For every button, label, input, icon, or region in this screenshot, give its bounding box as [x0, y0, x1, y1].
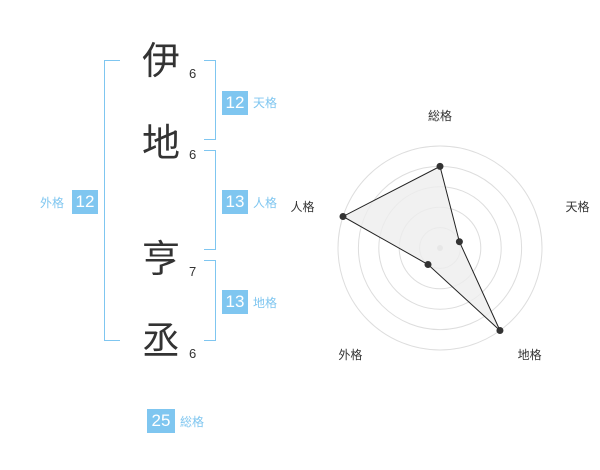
name-char-1: 伊: [142, 39, 181, 83]
chikaku-value-badge: 13: [222, 290, 248, 314]
stroke-count-2: 6: [189, 147, 197, 162]
name-char-2: 地: [142, 121, 181, 165]
tenkaku-label: 天格: [253, 96, 278, 110]
radar-point-4: [424, 261, 432, 269]
gaikaku-label: 外格: [40, 196, 65, 210]
name-char-4: 丞: [142, 319, 181, 363]
gaikaku-bracket: [104, 60, 120, 341]
tenkaku-value-badge: 12: [222, 91, 248, 115]
chikaku-bracket: [204, 260, 216, 341]
radar-axis-label-5: 人格: [290, 199, 314, 214]
radar-ring-5: [337, 145, 543, 351]
jinkaku-bracket: [204, 150, 216, 250]
radar-axis-label-2: 天格: [566, 199, 590, 214]
name-char-3: 亨: [142, 237, 181, 281]
radar-axis-label-4: 外格: [338, 347, 362, 362]
tenkaku-bracket: [204, 60, 216, 140]
radar-axis-label-1: 総格: [428, 108, 452, 123]
stroke-count-1: 6: [189, 66, 197, 81]
chikaku-label: 地格: [253, 296, 278, 310]
radar-data-polygon: [341, 165, 501, 331]
radar-point-3: [496, 327, 504, 335]
jinkaku-label: 人格: [253, 196, 278, 210]
stroke-count-3: 7: [189, 264, 197, 279]
stroke-count-4: 6: [189, 346, 197, 361]
radar-point-1: [436, 162, 444, 170]
radar-point-5: [339, 212, 347, 220]
radar-point-2: [455, 238, 463, 246]
gaikaku-value-badge: 12: [72, 190, 98, 214]
radar-axis-label-3: 地格: [518, 347, 542, 362]
jinkaku-value-badge: 13: [222, 190, 248, 214]
soukaku-value-badge: 25: [147, 409, 175, 433]
soukaku-label: 総格: [180, 415, 205, 429]
